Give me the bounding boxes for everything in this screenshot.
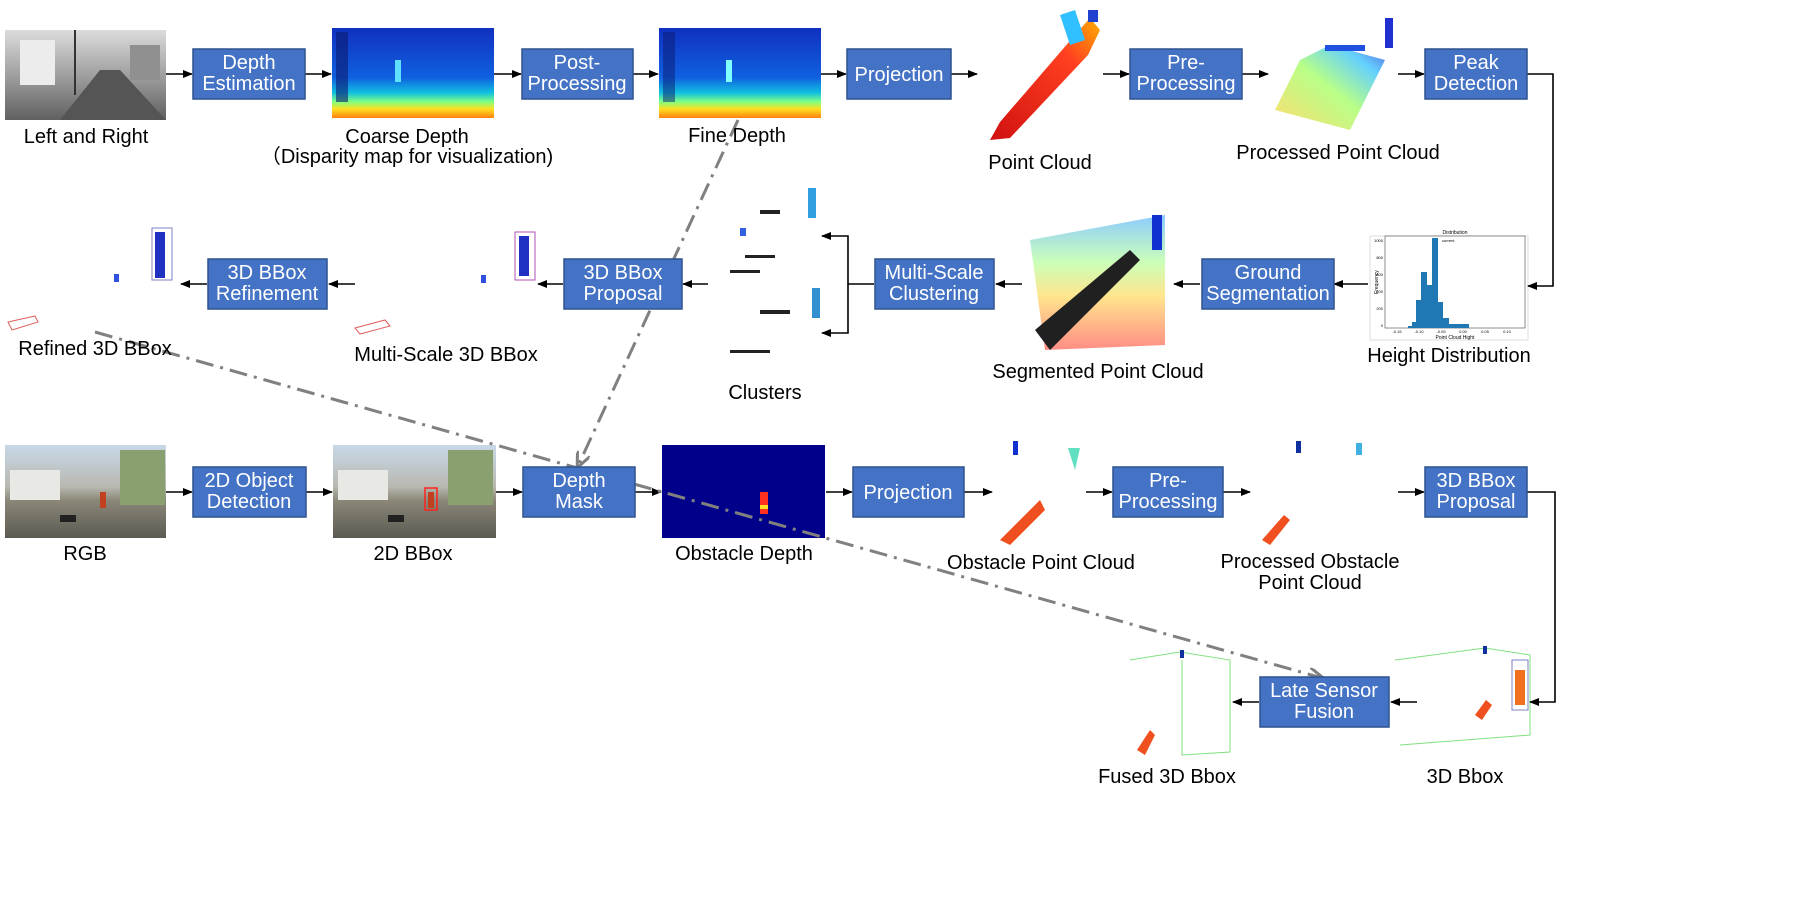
caption-bbox-2d: 2D BBox (374, 543, 453, 565)
projection-box-top: Projection (846, 48, 952, 100)
coarse-depth-image (332, 28, 494, 118)
pre-processing-bottom-label: Pre-Processing (1119, 470, 1218, 513)
projection-box-bottom: Projection (852, 466, 965, 518)
pre-processing-box-bottom: Pre-Processing (1112, 466, 1224, 518)
histogram-x-ticks: -0.15 -0.10 -0.05 0.00 0.05 0.10 (1392, 329, 1511, 334)
point-cloud-image (990, 10, 1100, 140)
histogram-marker-label: current (1442, 238, 1455, 243)
caption-processed-obstacle-pc-line2: Point Cloud (1258, 572, 1361, 594)
caption-obstacle-depth: Obstacle Depth (675, 543, 813, 565)
histogram-xlabel: Point Cloud Hight (1436, 335, 1476, 341)
histogram-x-tick: -0.10 (1414, 329, 1424, 334)
histogram-y-tick: 400 (1376, 289, 1383, 294)
histogram-x-tick: -0.15 (1392, 329, 1402, 334)
captions: Left and Right Coarse Depth （Disparity m… (18, 125, 1530, 788)
fine-depth-image (659, 28, 821, 118)
histogram-bars (1408, 238, 1469, 328)
histogram-x-tick: -0.05 (1436, 329, 1446, 334)
caption-fused-bbox: Fused 3D Bbox (1098, 766, 1236, 788)
multi-scale-bbox-image (354, 231, 536, 335)
caption-refined-bbox: Refined 3D BBox (18, 338, 171, 360)
histogram-y-tick: 1000 (1374, 238, 1384, 243)
histogram-y-tick: 0 (1381, 323, 1384, 328)
caption-left-right: Left and Right (24, 126, 149, 148)
histogram-y-tick: 800 (1376, 255, 1383, 260)
histogram-x-tick: 0.05 (1481, 329, 1490, 334)
histogram-y-tick: 200 (1376, 306, 1383, 311)
height-histogram: Distribution Point Cloud Hight Frequency… (1369, 230, 1529, 341)
caption-multi-scale-bbox: Multi-Scale 3D BBox (354, 344, 537, 366)
flow-arrows (166, 70, 1556, 706)
obstacle-depth-image (662, 445, 825, 538)
projection-top-label: Projection (855, 64, 944, 86)
post-processing-box: Post-Processing (521, 48, 634, 100)
left-right-image (5, 30, 166, 120)
histogram-x-tick: 0.00 (1459, 329, 1468, 334)
caption-processed-point-cloud: Processed Point Cloud (1236, 142, 1439, 164)
refined-bbox-image (7, 227, 173, 331)
histogram-y-ticks: 1000 800 600 400 200 0 (1374, 238, 1384, 328)
histogram-title: Distribution (1442, 230, 1467, 236)
caption-coarse-depth-note: （Disparity map for visualization) (261, 145, 553, 168)
caption-obstacle-point-cloud: Obstacle Point Cloud (947, 552, 1135, 574)
histogram-ylabel: Frequency (1374, 270, 1380, 294)
caption-fine-depth: Fine Depth (688, 125, 786, 147)
caption-rgb: RGB (63, 543, 106, 565)
caption-height-distribution: Height Distribution (1367, 345, 1530, 367)
pre-processing-top-label: Pre-Processing (1137, 52, 1236, 95)
dashed-connectors (94, 119, 1322, 678)
obstacle-point-cloud-image (1000, 441, 1080, 545)
bbox-2d-image (333, 445, 496, 538)
rgb-image (5, 445, 166, 538)
histogram-x-tick: 0.10 (1503, 329, 1512, 334)
caption-bbox-3d: 3D Bbox (1427, 766, 1504, 788)
caption-segmented-point-cloud: Segmented Point Cloud (992, 361, 1203, 383)
segmented-point-cloud-image (1030, 215, 1165, 350)
pre-processing-box-top: Pre-Processing (1129, 48, 1243, 100)
bbox-3d-image (1394, 646, 1531, 746)
processed-obstacle-point-cloud-image (1262, 441, 1362, 545)
projection-bottom-label: Projection (864, 482, 953, 504)
caption-coarse-depth: Coarse Depth (345, 126, 468, 148)
fused-bbox-image (1129, 650, 1231, 756)
caption-processed-obstacle-pc-line1: Processed Obstacle (1221, 551, 1400, 573)
histogram-y-tick: 600 (1376, 272, 1383, 277)
processed-point-cloud-image (1275, 18, 1393, 130)
caption-clusters: Clusters (728, 382, 801, 404)
clusters-image (730, 188, 820, 353)
caption-point-cloud: Point Cloud (988, 152, 1091, 174)
post-processing-label: Post-Processing (528, 52, 627, 95)
